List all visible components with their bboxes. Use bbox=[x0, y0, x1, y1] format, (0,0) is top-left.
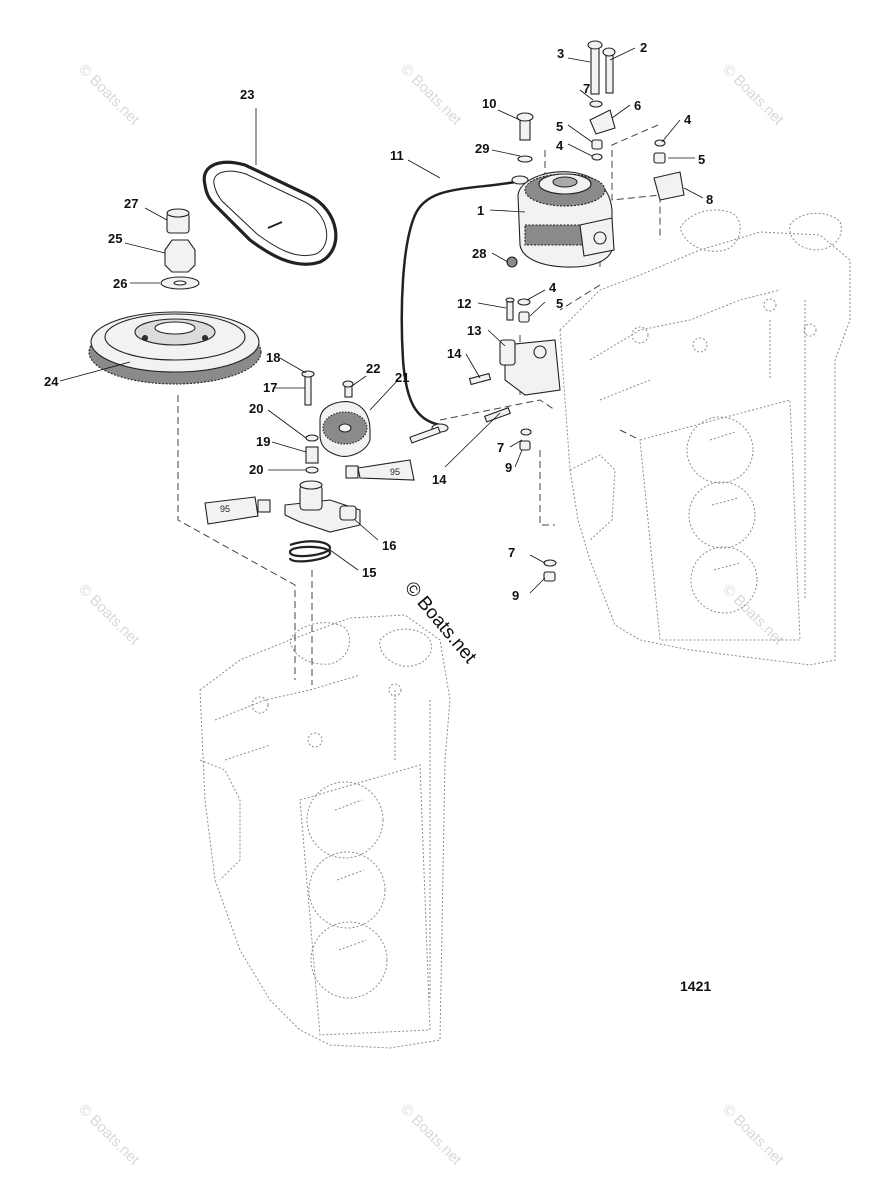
watermark-faint: © Boats.net bbox=[397, 1101, 465, 1169]
callout-1: 1 bbox=[477, 203, 484, 218]
engine-block-left bbox=[199, 614, 451, 1049]
drive-belt bbox=[202, 160, 338, 266]
callout-21: 21 bbox=[395, 370, 409, 385]
callout-26: 26 bbox=[113, 276, 127, 291]
watermark-faint: © Boats.net bbox=[719, 581, 787, 649]
leader-lines bbox=[59, 47, 704, 594]
callout-24: 24 bbox=[44, 374, 59, 389]
watermark-main: © Boats.net bbox=[400, 578, 481, 668]
watermark-faint: © Boats.net bbox=[75, 581, 143, 649]
callout-18: 18 bbox=[266, 350, 280, 365]
watermark-faint: © Boats.net bbox=[397, 61, 465, 129]
callout-27: 27 bbox=[124, 196, 138, 211]
callout-20: 20 bbox=[249, 462, 263, 477]
alternator bbox=[517, 171, 615, 268]
watermark-faint: © Boats.net bbox=[719, 61, 787, 129]
callout-3: 3 bbox=[557, 46, 564, 61]
callout-25: 25 bbox=[108, 231, 122, 246]
callout-22: 22 bbox=[366, 361, 380, 376]
callout-29: 29 bbox=[475, 141, 489, 156]
callout-14: 14 bbox=[432, 472, 447, 487]
callout-9: 9 bbox=[512, 588, 519, 603]
callout-17: 17 bbox=[263, 380, 277, 395]
callout-7: 7 bbox=[583, 81, 590, 96]
callout-20: 20 bbox=[249, 401, 263, 416]
callout-7: 7 bbox=[508, 545, 515, 560]
callout-16: 16 bbox=[382, 538, 396, 553]
callout-5: 5 bbox=[556, 119, 563, 134]
belt-tensioner bbox=[301, 370, 371, 474]
callout-7: 7 bbox=[497, 440, 504, 455]
callout-10: 10 bbox=[482, 96, 496, 111]
callout-5: 5 bbox=[556, 296, 563, 311]
flywheel-hardware bbox=[160, 208, 200, 290]
figure-number: 1421 bbox=[680, 978, 711, 994]
callout-19: 19 bbox=[256, 434, 270, 449]
lubricant-tubes: 95 95 bbox=[204, 459, 415, 525]
callout-5: 5 bbox=[698, 152, 705, 167]
callout-4: 4 bbox=[684, 112, 692, 127]
callout-numbers: 1 2 3 4 4 4 5 5 5 6 7 7 7 7 8 9 9 10 11 … bbox=[44, 40, 713, 603]
alternator-bolts bbox=[506, 40, 685, 268]
watermark-faint: © Boats.net bbox=[719, 1101, 787, 1169]
callout-2: 2 bbox=[640, 40, 647, 55]
lubricant-tube-label: 95 bbox=[220, 504, 230, 514]
tensioner-arm bbox=[284, 480, 361, 563]
callout-15: 15 bbox=[362, 565, 376, 580]
callout-8: 8 bbox=[706, 192, 713, 207]
callout-14: 14 bbox=[447, 346, 462, 361]
flywheel bbox=[88, 311, 262, 385]
watermark-faint: © Boats.net bbox=[75, 61, 143, 129]
callout-13: 13 bbox=[467, 323, 481, 338]
engine-block-right bbox=[559, 209, 851, 666]
callout-11: 11 bbox=[390, 148, 404, 163]
callout-12: 12 bbox=[457, 296, 471, 311]
watermark-faint: © Boats.net bbox=[75, 1101, 143, 1169]
lubricant-tube-label: 95 bbox=[390, 467, 400, 477]
callout-23: 23 bbox=[240, 87, 254, 102]
alternator-bracket bbox=[409, 297, 561, 582]
callout-28: 28 bbox=[472, 246, 486, 261]
callout-4: 4 bbox=[556, 138, 564, 153]
callout-4: 4 bbox=[549, 280, 557, 295]
callout-6: 6 bbox=[634, 98, 641, 113]
callout-9: 9 bbox=[505, 460, 512, 475]
